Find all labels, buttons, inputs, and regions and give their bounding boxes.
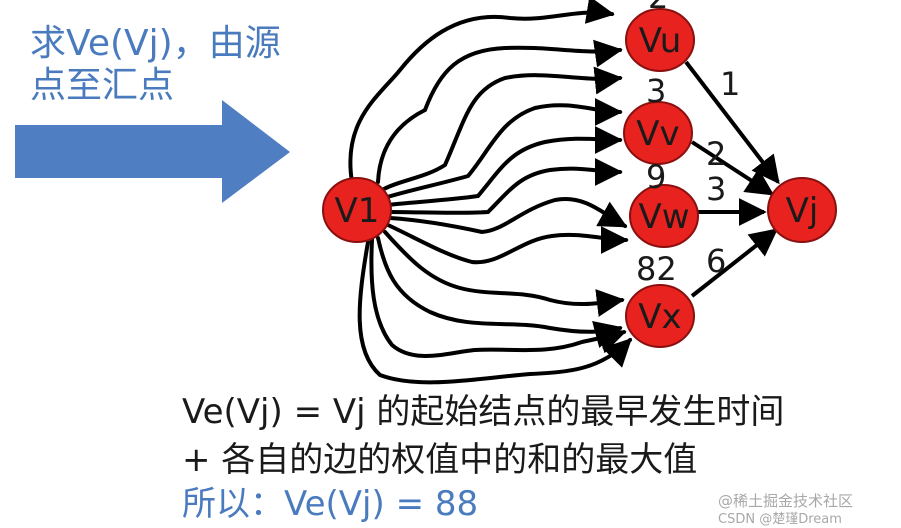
node-vv	[623, 101, 693, 165]
node-vj-label: Vj	[786, 191, 819, 231]
weight-vv-vj: 2	[706, 135, 726, 173]
direction-arrow-shape	[15, 100, 290, 203]
node-vx	[625, 284, 695, 348]
node-vw	[629, 184, 699, 248]
weight-top: 2	[648, 0, 668, 16]
path-v1-vv-1	[382, 97, 623, 200]
path-v1-vu-1	[348, 0, 615, 184]
edge-vu-vj	[684, 60, 780, 185]
weight-vu-below: 3	[646, 72, 666, 110]
node-vj	[767, 177, 837, 243]
path-v1-vw-2	[388, 196, 628, 235]
header-line-2: 点至汇点	[30, 65, 175, 106]
path-v1-vw-3	[386, 223, 629, 265]
path-v1-vu-3	[380, 66, 623, 192]
path-v1-vx-2	[376, 236, 623, 349]
node-v1	[322, 177, 392, 243]
node-vu	[625, 8, 695, 72]
edge-vv-vj	[690, 140, 775, 196]
weight-vv-below: 9	[646, 158, 666, 196]
node-vv-label: Vv	[636, 114, 679, 154]
weight-vu-vj: 1	[720, 65, 740, 103]
path-v1-vw-1	[386, 157, 623, 215]
header-line-1: 求Ve(Vj)，由源	[30, 23, 281, 64]
path-v1-vu-2	[376, 39, 623, 184]
node-vw-label: Vw	[638, 197, 689, 237]
path-v1-vx-3	[369, 238, 627, 358]
watermark-csdn: CSDN @楚瑾Dream	[718, 512, 842, 527]
weight-vx-vj: 6	[706, 242, 726, 280]
node-vx-label: Vx	[638, 297, 681, 337]
watermark-juejin: @稀土掘金技术社区	[718, 492, 854, 510]
path-v1-vv-2	[384, 125, 623, 207]
formula-line-2: + 各自的边的权值中的和的最大值	[182, 440, 698, 480]
edge-vx-vj	[690, 228, 779, 298]
weight-vw-below: 82	[636, 250, 677, 288]
weight-vw-vj: 3	[706, 170, 726, 208]
node-vu-label: Vu	[639, 21, 682, 61]
result-line: 所以：Ve(Vj) = 88	[182, 484, 479, 524]
path-v1-vx-4	[357, 240, 632, 385]
path-v1-vx-1	[383, 230, 625, 317]
formula-line-1: Ve(Vj) = Vj 的起始结点的最早发生时间	[182, 392, 785, 432]
node-v1-label: V1	[335, 191, 380, 231]
